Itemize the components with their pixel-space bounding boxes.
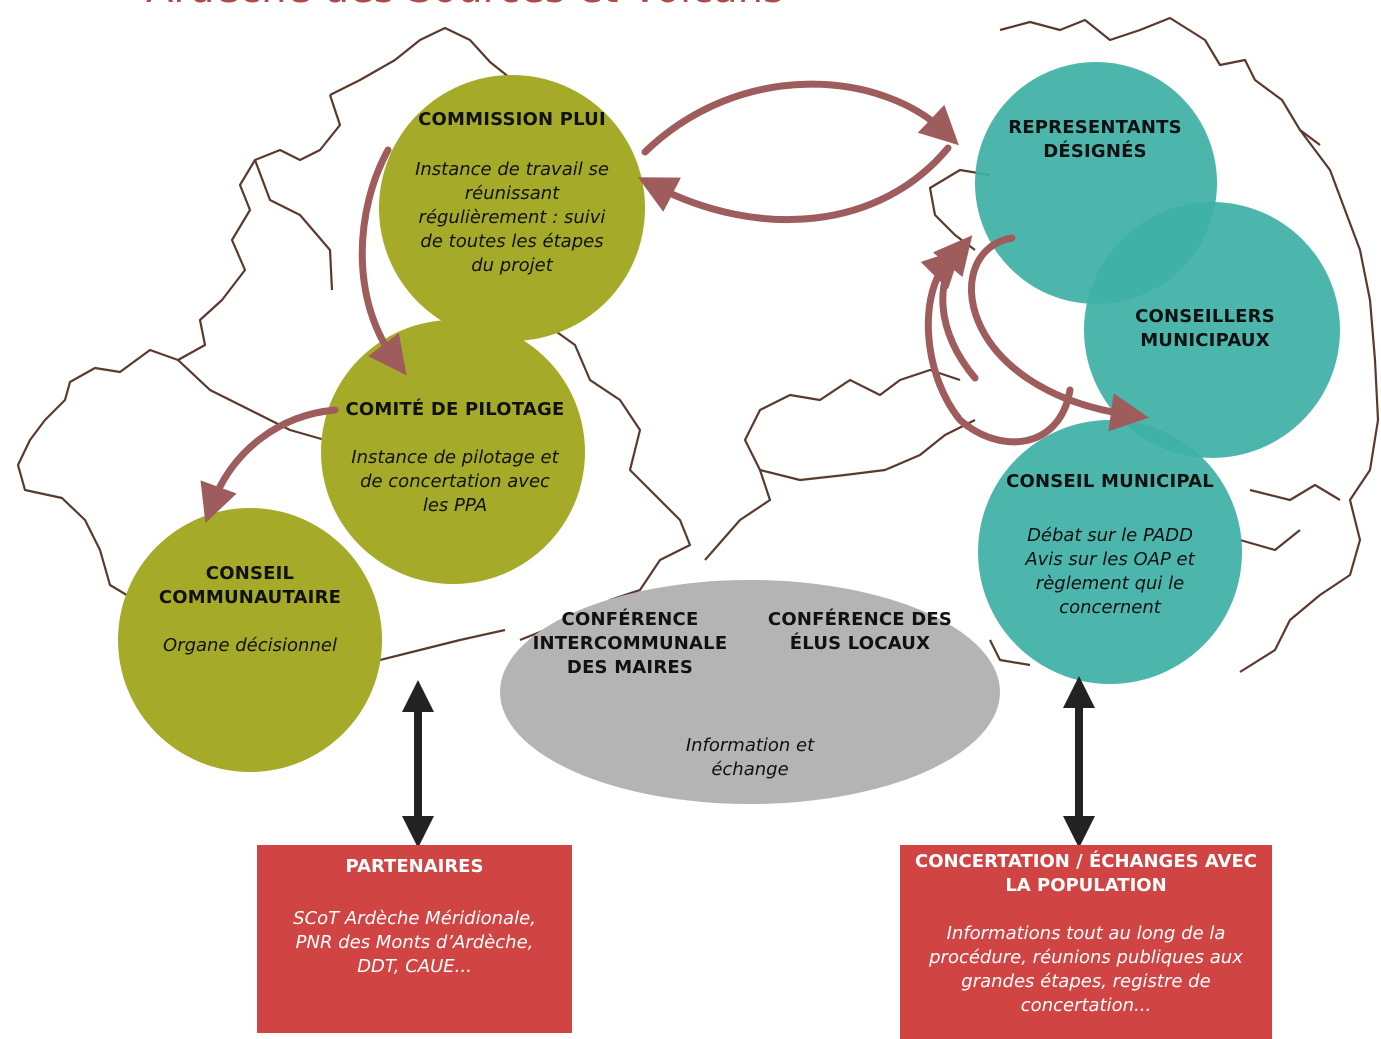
concertation-desc-4: concertation... (1020, 995, 1152, 1016)
comite-pilotage-node: COMITÉ DE PILOTAGE Instance de pilotage … (325, 398, 585, 518)
commission-plui-title: COMMISSION PLUI (418, 109, 606, 130)
commission-plui-node: COMMISSION PLUI Instance de travail se r… (386, 108, 638, 278)
comite-desc-3: les PPA (422, 495, 488, 516)
conseil-municipal-title: CONSEIL MUNICIPAL (1006, 471, 1214, 492)
commission-plui-desc-4: de toutes les étapes (420, 231, 604, 252)
commission-circle (379, 75, 645, 341)
conseil-municipal-node: CONSEIL MUNICIPAL Débat sur le PADD Avis… (990, 470, 1230, 620)
partenaires-box: PARTENAIRES SCoT Ardèche Méridionale, PN… (257, 845, 572, 1033)
conseil-communautaire-circle (118, 508, 382, 772)
representants-title-1: REPRESENTANTS (1008, 117, 1182, 138)
conseillers-title-2: MUNICIPAUX (1140, 330, 1270, 351)
concertation-desc-1: Informations tout au long de la (946, 923, 1226, 944)
conf-interco-title-1: CONFÉRENCE (561, 609, 699, 630)
conseil-municipal-circle (978, 420, 1242, 684)
conseil-municipal-desc-2: Avis sur les OAP et (1025, 549, 1195, 570)
concertation-title-2: LA POPULATION (1005, 875, 1167, 896)
comite-desc-1: Instance de pilotage et (351, 447, 559, 468)
arrow-municipal-to-representants (932, 235, 979, 382)
comite-desc-2: de concertation avec (360, 471, 550, 492)
representants-title-2: DÉSIGNÉS (1043, 141, 1147, 162)
map-outline (16, 16, 1380, 673)
partenaires-desc-2: PNR des Monts d’Ardèche, (295, 932, 534, 953)
conference-intercommunale: CONFÉRENCE INTERCOMMUNALE DES MAIRES (520, 608, 740, 680)
conf-elus-title-2: ÉLUS LOCAUX (789, 633, 931, 654)
conf-interco-title-3: DES MAIRES (566, 657, 694, 678)
conference-desc: Information et échange (640, 734, 860, 782)
conseil-communautaire-desc: Organe décisionnel (163, 635, 337, 656)
commission-plui-desc-2: réunissant (464, 183, 560, 204)
conseillers-title-1: CONSEILLERS (1135, 306, 1275, 327)
arrow-municipal-to-conseillers (920, 248, 1074, 446)
commission-plui-desc-5: du projet (471, 255, 553, 276)
conf-elus-title-1: CONFÉRENCE DES (767, 609, 953, 630)
commission-plui-desc-1: Instance de travail se (415, 159, 609, 180)
conseil-communautaire-node: CONSEIL COMMUNAUTAIRE Organe décisionnel (125, 562, 375, 658)
page-title: Ardèche des Sources et Volcans (146, 0, 784, 12)
concertation-desc-2: procédure, réunions publiques aux (929, 947, 1243, 968)
representants-node: REPRESENTANTS DÉSIGNÉS (990, 116, 1200, 164)
conseil-municipal-desc-3: règlement qui le (1035, 573, 1185, 594)
concertation-box: CONCERTATION / ÉCHANGES AVEC LA POPULATI… (900, 845, 1272, 1039)
conseillers-node: CONSEILLERS MUNICIPAUX (1110, 305, 1300, 353)
representants-circle (975, 62, 1217, 304)
partenaires-desc-1: SCoT Ardèche Méridionale, (293, 908, 536, 929)
conseil-municipal-desc-1: Débat sur le PADD (1027, 525, 1193, 546)
comite-circle (321, 320, 585, 584)
conference-ellipse (500, 580, 1000, 804)
commission-plui-desc-3: régulièrement : suivi (418, 207, 606, 228)
conseil-municipal-desc-4: concernent (1059, 597, 1161, 618)
conference-elus: CONFÉRENCE DES ÉLUS LOCAUX (755, 608, 965, 656)
arrow-commission-to-comite (358, 146, 407, 376)
concertation-desc-3: grandes étapes, registre de (961, 971, 1211, 992)
conseil-communautaire-title-2: COMMUNAUTAIRE (158, 587, 342, 608)
partenaires-title: PARTENAIRES (345, 856, 484, 877)
partenaires-desc-3: DDT, CAUE... (357, 956, 472, 977)
conseil-communautaire-title-1: CONSEIL (205, 563, 295, 584)
arrow-comite-to-communautaire (200, 406, 339, 524)
flow-arrows (200, 80, 1150, 524)
conf-desc-1: Information et (685, 735, 815, 756)
arrow-representants-to-commission (637, 144, 952, 224)
conf-desc-2: échange (711, 759, 789, 780)
conf-interco-title-2: INTERCOMMUNALE (532, 633, 728, 654)
concertation-title-1: CONCERTATION / ÉCHANGES AVEC (914, 851, 1257, 872)
comite-pilotage-title: COMITÉ DE PILOTAGE (345, 399, 565, 420)
arrow-commission-to-representants (641, 80, 959, 156)
